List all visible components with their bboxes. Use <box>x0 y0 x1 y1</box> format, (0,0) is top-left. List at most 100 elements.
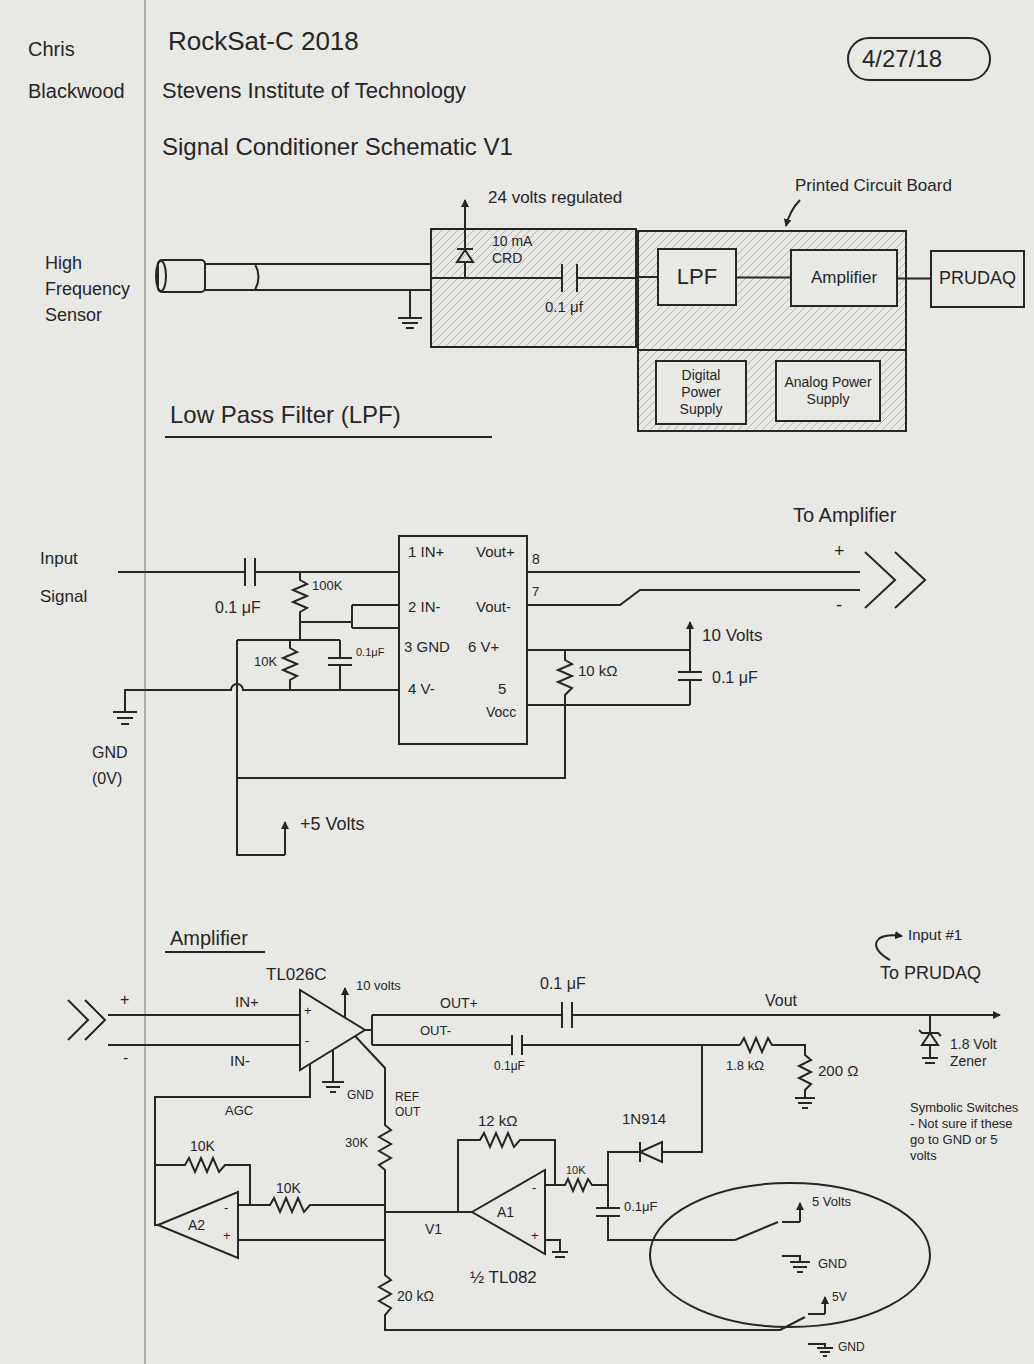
capacitor-value: 0.1μF <box>356 646 384 659</box>
heading-underline <box>165 436 492 438</box>
destination-label: To Amplifier <box>793 503 896 527</box>
ground-symbol <box>322 1050 344 1092</box>
supply-label: 5V <box>832 1290 847 1304</box>
switch-symbol <box>735 1222 810 1272</box>
resistor-symbol <box>293 572 307 640</box>
pcb-region: Printed Circuit BoardLPFAmplifierDigital… <box>637 230 907 432</box>
capacitor-value: 0.1 μF <box>540 974 586 993</box>
resistor-symbol <box>238 1198 385 1212</box>
signal-name: AGC <box>225 1103 253 1119</box>
capacitor-value: 0.1μF <box>494 1059 525 1073</box>
resistor-symbol <box>458 1133 555 1212</box>
signal-name: V1 <box>425 1221 442 1238</box>
heading-underline <box>165 951 265 953</box>
pin-sign: + <box>531 1228 539 1244</box>
resistor-value: 10K <box>566 1164 586 1177</box>
signal-name: REF OUT <box>395 1090 435 1120</box>
resistor-value: 200 Ω <box>818 1062 858 1080</box>
component-label: 0.1 μf <box>545 298 583 316</box>
input-label: Input #1 <box>908 926 962 944</box>
resistor-symbol <box>283 640 297 690</box>
supply-arrow <box>689 622 691 650</box>
signal-name: IN- <box>230 1052 250 1070</box>
sensor-label: High Frequency Sensor <box>45 250 145 328</box>
part-number: ½ TL082 <box>470 1268 537 1288</box>
component-label: Vout- <box>476 598 511 616</box>
signal-name: OUT- <box>420 1023 451 1039</box>
component-label: 3 GND <box>404 638 450 656</box>
ground-symbol <box>398 290 422 328</box>
component-label: 7 <box>532 584 539 600</box>
wire-connector <box>737 277 790 279</box>
pin-sign: - <box>532 1180 536 1196</box>
supply-arrow <box>824 1297 826 1314</box>
ground-label: GND (0V) <box>92 740 142 792</box>
resistor-symbol <box>545 1179 608 1191</box>
ground-label: GND <box>347 1088 374 1102</box>
sensor-tip <box>156 261 166 291</box>
signal-name: OUT+ <box>440 995 478 1012</box>
capacitor-value: 0.1μF <box>624 1199 658 1215</box>
project-name: RockSat-C 2018 <box>168 26 359 57</box>
divider-line <box>637 349 907 351</box>
resistor-symbol <box>558 650 572 705</box>
resistor-value: 20 kΩ <box>397 1288 434 1305</box>
pin-sign: - <box>224 1200 228 1216</box>
resistor-symbol <box>155 1158 250 1205</box>
polarity-sign: + <box>120 990 129 1009</box>
component-label: 2 IN- <box>408 598 441 616</box>
resistor-value: 1.8 kΩ <box>726 1058 766 1074</box>
amplifier-label: A2 <box>188 1217 205 1234</box>
ground-label: GND <box>838 1340 865 1354</box>
wire-connector <box>637 276 657 278</box>
date-oval <box>848 38 990 80</box>
diode-symbol <box>457 228 473 278</box>
resistor-value: 10K <box>254 654 277 670</box>
wire <box>300 605 398 628</box>
resistor-value: 10K <box>190 1138 215 1155</box>
wire-connector <box>898 278 930 280</box>
supply-label: 10 volts <box>356 978 401 994</box>
block-label: Analog Power Supply <box>783 374 873 408</box>
power-supply-box: Analog Power Supply <box>775 360 881 422</box>
section-heading: Amplifier <box>170 926 248 950</box>
polarity-sign: - <box>836 594 842 616</box>
ground-wire <box>125 684 398 712</box>
supply-arrow <box>284 822 286 855</box>
supply-arrow <box>344 988 346 1018</box>
component-label: 5 <box>498 680 506 698</box>
component-label: Vocc <box>486 704 516 721</box>
component-label: 8 <box>532 551 540 568</box>
crd-input-box: 10 mA CRD 0.1 μf <box>430 228 637 348</box>
ground-symbol <box>795 1098 815 1108</box>
block-box: Amplifier <box>790 249 898 307</box>
resistor-value: 30K <box>345 1135 368 1151</box>
power-supply-box: Digital Power Supply <box>655 360 747 425</box>
pin-sign: + <box>304 1003 312 1019</box>
ground-symbol <box>545 1240 568 1257</box>
opamp-symbol <box>158 1192 238 1258</box>
destination-label: To PRUDAQ <box>880 962 981 984</box>
capacitor-value: 0.1 μF <box>215 598 261 617</box>
capacitor-symbol <box>528 650 702 705</box>
block-label: LPF <box>677 264 717 290</box>
resistor-value: 10K <box>276 1180 301 1197</box>
component-label: 10 mA CRD <box>492 233 554 267</box>
amplifier-label: A1 <box>497 1204 514 1221</box>
ic-chip: 1 IN+Vout+82 IN-Vout-73 GND6 V+4 V-5Vocc <box>398 535 528 745</box>
block-label: Amplifier <box>811 268 877 288</box>
leader-arrow <box>876 935 902 960</box>
pin-sign: - <box>305 1033 309 1049</box>
zener-symbol <box>919 1015 941 1063</box>
block-box: LPF <box>657 248 737 306</box>
ground-symbol <box>113 712 137 724</box>
block-label: PRUDAQ <box>939 268 1016 290</box>
capacitor-symbol <box>328 640 352 690</box>
output-wire <box>528 572 860 605</box>
input-wire <box>118 558 398 586</box>
part-number: TL026C <box>266 965 326 985</box>
supply-arrow <box>464 200 466 228</box>
coax-cable <box>205 264 430 290</box>
supply-label: 5 Volts <box>812 1194 851 1210</box>
